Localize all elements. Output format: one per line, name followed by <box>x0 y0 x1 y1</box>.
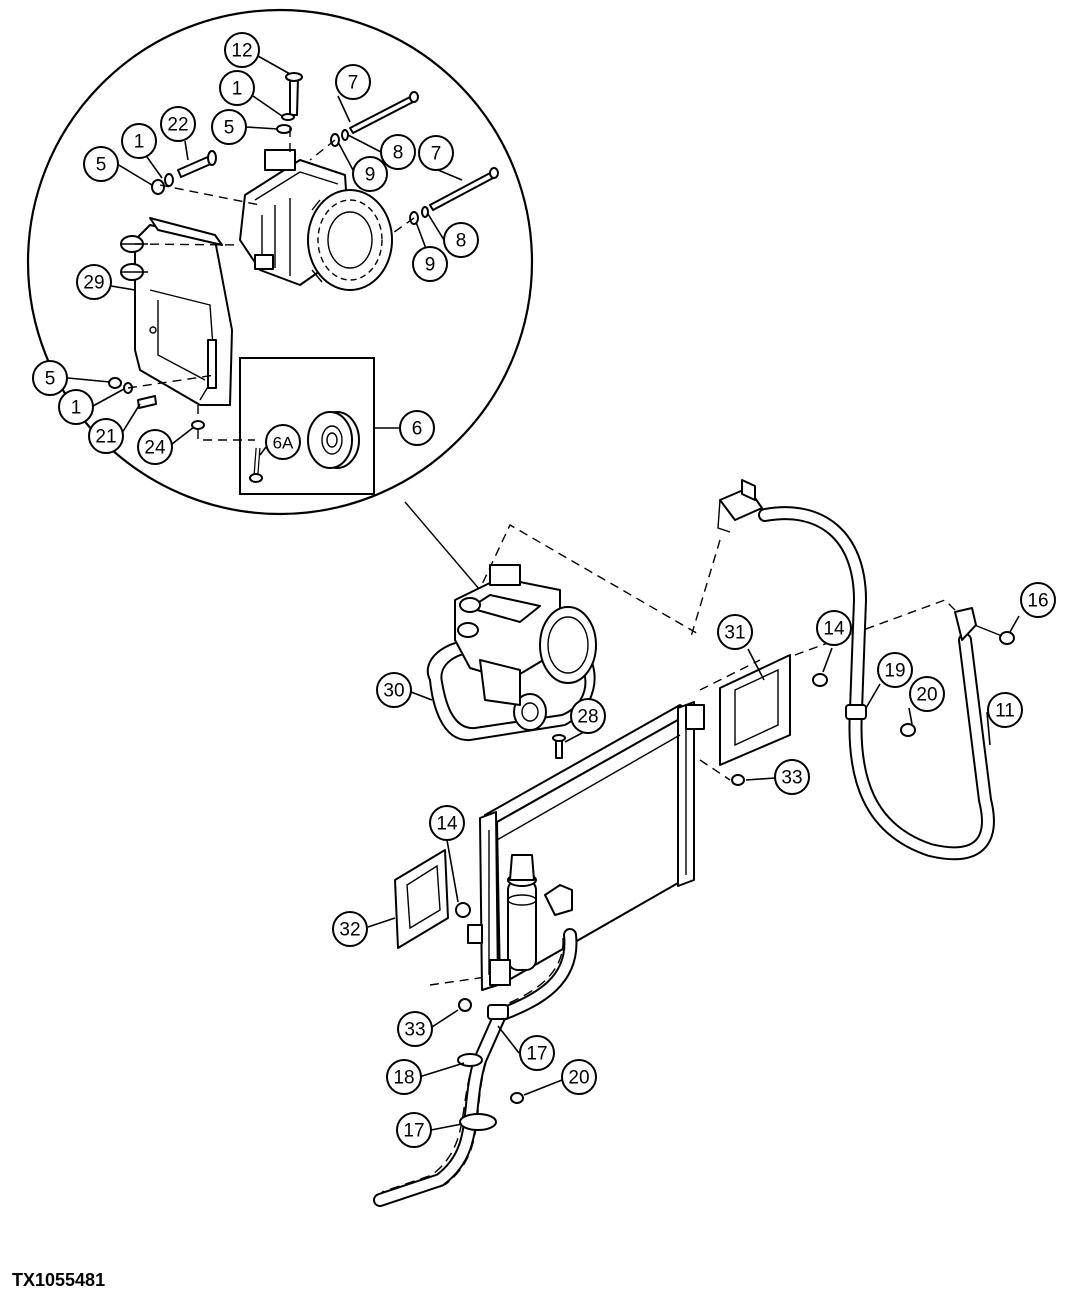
idler-pulley-inset <box>239 357 375 495</box>
callout-1: 1 <box>121 123 157 159</box>
mounting-bracket-29 <box>120 217 233 406</box>
svg-text:18: 18 <box>393 1068 414 1089</box>
callout-31: 31 <box>717 614 753 650</box>
svg-text:11: 11 <box>995 701 1015 722</box>
callout-11: 11 <box>987 692 1023 728</box>
callout-21: 21 <box>88 418 124 454</box>
callout-9: 9 <box>412 246 448 282</box>
callout-1: 1 <box>58 389 94 425</box>
svg-text:14: 14 <box>823 619 845 640</box>
hardware-main <box>455 623 1015 1104</box>
svg-text:1: 1 <box>232 79 243 100</box>
bracket-32 <box>394 849 449 949</box>
callout-8: 8 <box>443 222 479 258</box>
detail-view <box>26 8 534 591</box>
svg-text:8: 8 <box>456 231 467 252</box>
svg-text:30: 30 <box>383 681 404 702</box>
svg-text:31: 31 <box>724 623 745 644</box>
refrigerant-hoses <box>373 479 995 1207</box>
hardware-detail <box>108 72 499 430</box>
compressor-assembly <box>426 564 597 742</box>
svg-text:16: 16 <box>1027 591 1048 612</box>
svg-text:21: 21 <box>95 427 116 448</box>
callout-30: 30 <box>376 672 412 708</box>
svg-text:14: 14 <box>436 814 458 835</box>
svg-text:32: 32 <box>339 920 360 941</box>
callout-20: 20 <box>561 1059 597 1095</box>
svg-text:20: 20 <box>568 1068 589 1089</box>
svg-text:7: 7 <box>431 144 442 165</box>
callout-20: 20 <box>909 676 945 712</box>
svg-text:6: 6 <box>412 419 423 440</box>
svg-text:33: 33 <box>781 768 802 789</box>
svg-text:19: 19 <box>884 661 905 682</box>
svg-text:5: 5 <box>224 118 235 139</box>
callout-14: 14 <box>429 805 465 841</box>
callout-7: 7 <box>418 135 454 171</box>
callout-19: 19 <box>877 652 913 688</box>
svg-text:24: 24 <box>144 438 166 459</box>
svg-text:7: 7 <box>348 73 359 94</box>
callout-14: 14 <box>816 610 852 646</box>
svg-text:9: 9 <box>425 255 436 276</box>
callout-9: 9 <box>352 156 388 192</box>
callout-32: 32 <box>332 911 368 947</box>
callout-33: 33 <box>774 759 810 795</box>
svg-text:12: 12 <box>231 41 252 62</box>
svg-text:17: 17 <box>403 1121 424 1142</box>
callout-7: 7 <box>335 64 371 100</box>
svg-text:1: 1 <box>71 398 82 419</box>
callout-5: 5 <box>211 109 247 145</box>
callout-5: 5 <box>83 146 119 182</box>
svg-text:6A: 6A <box>273 434 294 453</box>
leader-lines <box>67 55 1020 1131</box>
condenser <box>467 701 705 991</box>
svg-text:22: 22 <box>167 115 188 136</box>
svg-text:5: 5 <box>96 155 107 176</box>
svg-text:33: 33 <box>404 1020 425 1041</box>
svg-text:5: 5 <box>45 369 56 390</box>
callout-5: 5 <box>32 360 68 396</box>
svg-text:1: 1 <box>134 132 145 153</box>
callout-24: 24 <box>137 429 173 465</box>
svg-text:9: 9 <box>365 165 376 186</box>
figure-id-label: TX1055481 <box>12 1270 106 1290</box>
callout-16: 16 <box>1020 582 1056 618</box>
svg-text:8: 8 <box>393 143 404 164</box>
svg-text:29: 29 <box>83 273 104 294</box>
svg-text:28: 28 <box>577 707 598 728</box>
callout-6a: 6A <box>265 424 301 460</box>
svg-text:17: 17 <box>526 1044 547 1065</box>
callout-22: 22 <box>160 106 196 142</box>
compressor-detail <box>239 149 393 291</box>
callout-17: 17 <box>519 1035 555 1071</box>
svg-text:20: 20 <box>916 685 937 706</box>
callout-28: 28 <box>570 698 606 734</box>
callout-33: 33 <box>397 1011 433 1047</box>
callout-1: 1 <box>219 70 255 106</box>
callout-18: 18 <box>386 1059 422 1095</box>
bracket-31 <box>719 654 791 766</box>
callout-8: 8 <box>380 134 416 170</box>
callout-17: 17 <box>396 1112 432 1148</box>
callout-29: 29 <box>76 264 112 300</box>
callout-6: 6 <box>399 410 435 446</box>
callout-12: 12 <box>224 32 260 68</box>
